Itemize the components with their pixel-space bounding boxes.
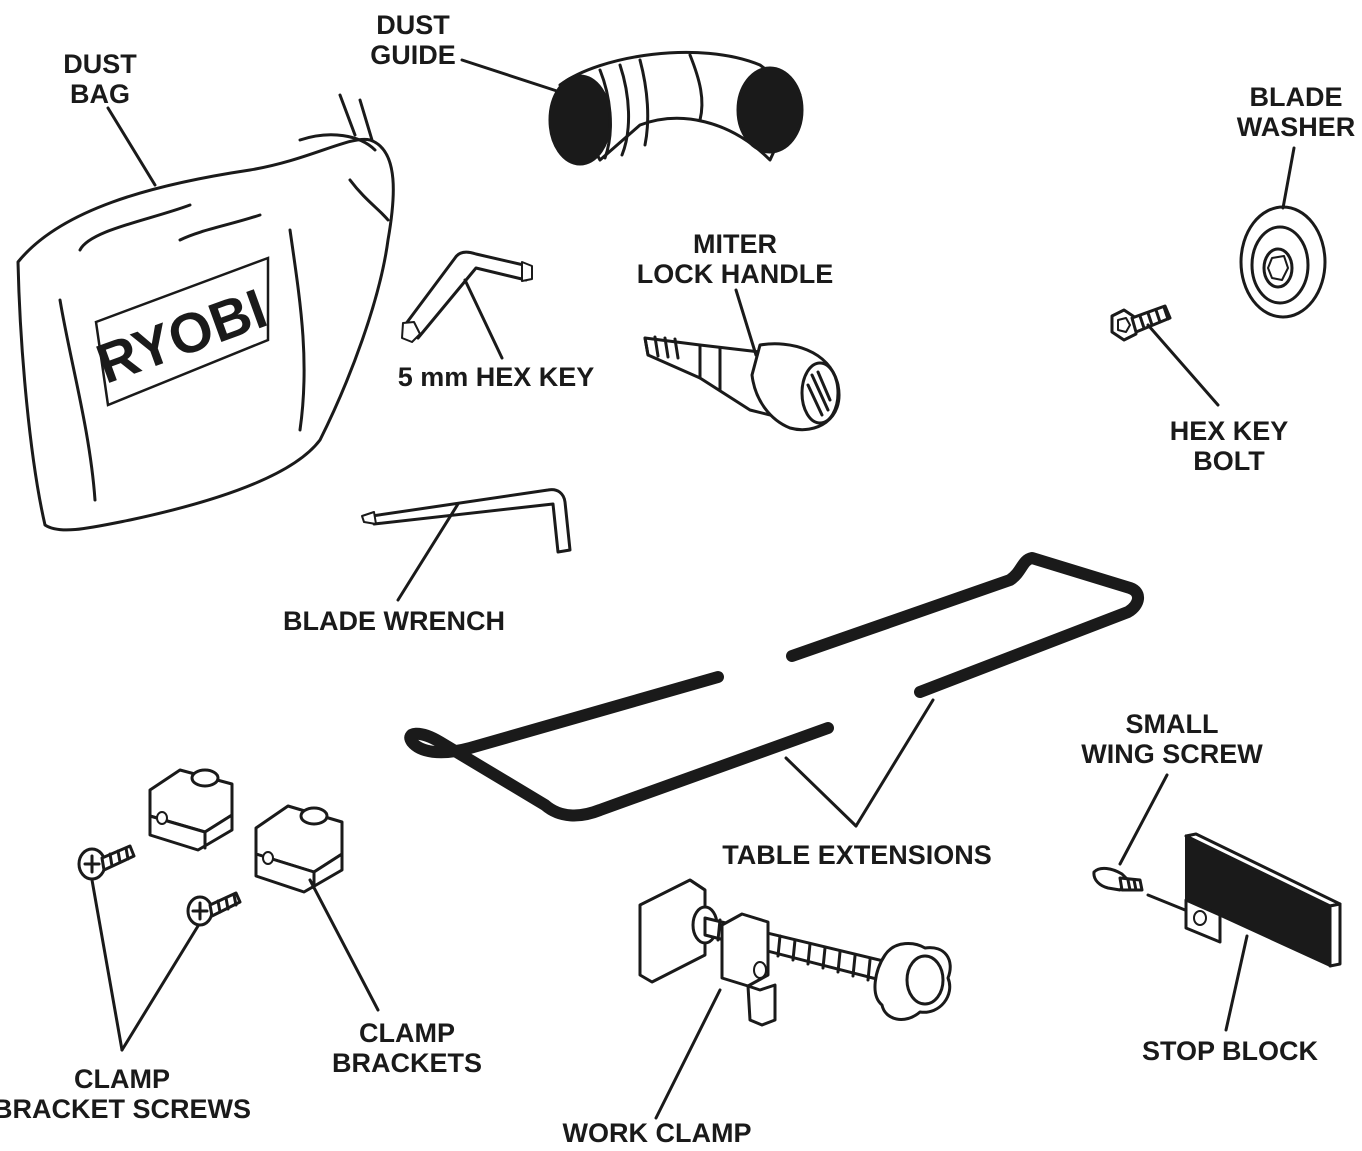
dust-guide-leader bbox=[460, 58, 562, 94]
work-clamp-leader bbox=[654, 988, 722, 1120]
blade-wrench-illustration bbox=[361, 488, 572, 554]
stop-block-illustration bbox=[1184, 832, 1342, 968]
table-extensions-leader-left bbox=[784, 756, 858, 828]
clamp-bracket-screws-leader-1 bbox=[90, 878, 124, 1052]
table-extensions-illustration bbox=[404, 552, 1144, 822]
miter-lock-handle-illustration bbox=[643, 335, 841, 432]
dust-guide-illustration bbox=[548, 50, 804, 166]
clamp-bracket-screw-2-illustration bbox=[186, 891, 242, 927]
hex-key-leader bbox=[463, 278, 504, 360]
work-clamp-label: WORK CLAMP bbox=[563, 1118, 752, 1148]
hex-key-illustration bbox=[401, 250, 533, 343]
hex-key-bolt-leader bbox=[1146, 323, 1220, 407]
table-extensions-label: TABLE EXTENSIONS bbox=[722, 840, 992, 870]
dust-bag-illustration: RYOBI bbox=[16, 93, 395, 532]
wing-screw-guide-line bbox=[1146, 893, 1192, 914]
hex-key-label: 5 mm HEX KEY bbox=[398, 362, 595, 392]
small-wing-screw-leader bbox=[1118, 773, 1169, 866]
stop-block-leader bbox=[1224, 934, 1249, 1032]
work-clamp-illustration bbox=[638, 878, 952, 1027]
dust-bag-leader bbox=[106, 106, 157, 187]
small-wing-screw-illustration bbox=[1092, 866, 1144, 892]
table-extensions-leader-right bbox=[854, 698, 935, 828]
stop-block-label: STOP BLOCK bbox=[1142, 1036, 1319, 1066]
blade-wrench-leader bbox=[396, 502, 460, 602]
hex-key-bolt-illustration bbox=[1110, 304, 1172, 342]
blade-washer-leader bbox=[1281, 146, 1296, 210]
clamp-brackets-leader bbox=[308, 878, 380, 1012]
clamp-bracket-1-illustration bbox=[148, 768, 234, 852]
blade-wrench-label: BLADE WRENCH bbox=[283, 606, 505, 636]
clamp-bracket-2-illustration bbox=[254, 804, 344, 894]
clamp-bracket-screw-1-illustration bbox=[77, 844, 136, 881]
blade-washer-illustration bbox=[1239, 205, 1327, 319]
miter-lock-handle-leader bbox=[734, 288, 758, 357]
clamp-bracket-screws-leader-2 bbox=[120, 924, 200, 1052]
